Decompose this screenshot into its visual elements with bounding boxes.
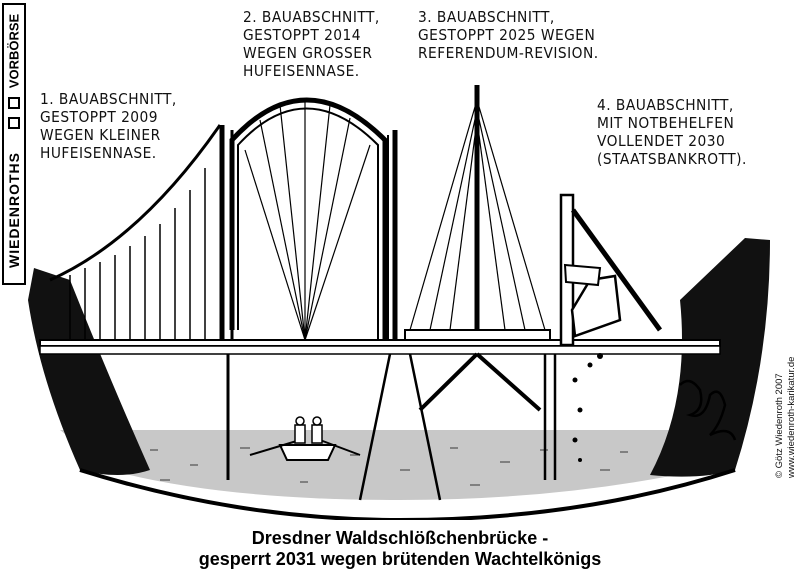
stage-4-line: VOLLENDET 2030	[597, 132, 726, 150]
side-tag-section: VORBÖRSE	[6, 13, 22, 89]
side-tag-brand: WIEDENROTHS	[6, 152, 22, 268]
copyright-url: www.wiedenroth-karikatur.de	[786, 356, 797, 478]
copyright: © Götz Wiedenroth 2007 www.wiedenroth-ka…	[760, 330, 800, 480]
stage-3-label: 3. BAUABSCHNITT, GESTOPPT 2025 WEGEN REF…	[418, 8, 599, 62]
side-tag: VORBÖRSE WIEDENROTHS	[2, 3, 26, 285]
riverbed	[79, 468, 736, 520]
stage-2-line: GESTOPPT 2014	[243, 26, 362, 44]
stage-3-line: REFERENDUM-REVISION.	[418, 44, 599, 62]
section-1-suspension	[49, 124, 234, 480]
stage-2-line: HUFEISENNASE.	[243, 62, 360, 80]
river-water	[60, 430, 720, 500]
rowing-boat	[249, 416, 361, 461]
left-riverbank	[28, 268, 150, 475]
stage-4-label: 4. BAUABSCHNITT, MIT NOTBEHELFEN VOLLEND…	[597, 96, 747, 168]
stage-1-line: WEGEN KLEINER	[40, 126, 161, 144]
stage-1-line: GESTOPPT 2009	[40, 108, 159, 126]
stage-1-line: HUFEISENNASE.	[40, 144, 157, 162]
bridge-deck	[39, 339, 721, 355]
bridge-illustration	[28, 85, 770, 520]
stage-2-line: 2. BAUABSCHNITT,	[243, 8, 380, 26]
stage-4-line: MIT NOTBEHELFEN	[597, 114, 735, 132]
stage-3-line: GESTOPPT 2025 WEGEN	[418, 26, 596, 44]
section-3-cable-stayed	[404, 85, 551, 412]
caption-line: Dresdner Waldschlößchenbrücke -	[251, 528, 549, 548]
stage-2-line: WEGEN GROSSER	[243, 44, 373, 62]
right-riverbank	[650, 238, 770, 477]
stage-1-label: 1. BAUABSCHNITT, GESTOPPT 2009 WEGEN KLE…	[40, 90, 177, 162]
caption-line: gesperrt 2031 wegen brütenden Wachtelkön…	[198, 549, 602, 569]
artist-signature	[679, 379, 737, 441]
copyright-line: © Götz Wiedenroth 2007	[774, 373, 785, 478]
caption: Dresdner Waldschlößchenbrücke - gesperrt…	[0, 528, 800, 570]
stage-3-line: 3. BAUABSCHNITT,	[418, 8, 555, 26]
section-2-arch	[229, 97, 442, 501]
tag-square-icon	[8, 117, 20, 129]
stage-2-label: 2. BAUABSCHNITT, GESTOPPT 2014 WEGEN GRO…	[243, 8, 380, 80]
stage-4-line: (STAATSBANKROTT).	[597, 150, 747, 168]
section-4-makeshift	[543, 193, 663, 480]
stage-1-line: 1. BAUABSCHNITT,	[40, 90, 177, 108]
tag-square-icon	[8, 97, 20, 109]
stage-4-line: 4. BAUABSCHNITT,	[597, 96, 734, 114]
